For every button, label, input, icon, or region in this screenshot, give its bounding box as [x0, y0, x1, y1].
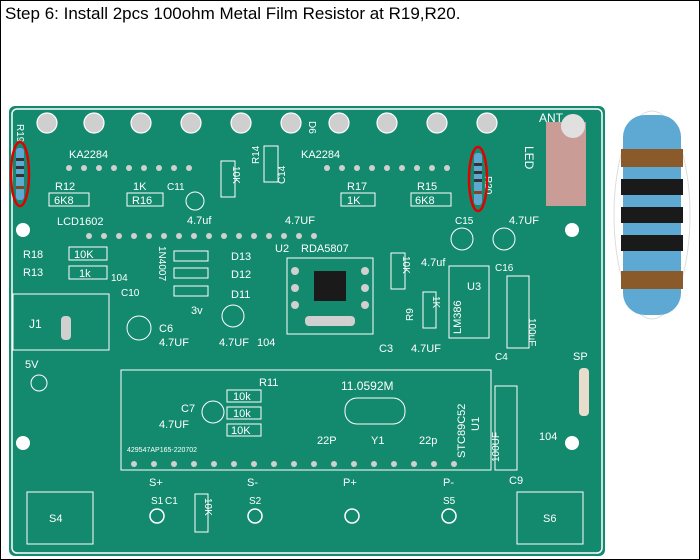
resistor-closeup	[613, 110, 691, 320]
button-label: S+	[149, 477, 163, 489]
mount-hole	[16, 223, 30, 237]
ic-label: KA2284	[301, 149, 340, 161]
c7-label: C7	[181, 403, 195, 415]
part-number: 429547AP165-220702	[127, 447, 197, 454]
cap-value: 22p	[419, 435, 437, 447]
s2-label: S2	[249, 496, 262, 507]
d11-label: D11	[231, 289, 250, 301]
ant-label: ANT	[539, 111, 564, 125]
u1-chip: STC89C52	[456, 404, 468, 458]
s1-label: S1	[151, 496, 164, 507]
cap-value: 4.7uf	[421, 257, 446, 269]
button-resistor: 10K	[202, 498, 213, 516]
r18-value: 10K	[74, 249, 94, 261]
cap-value: 104	[539, 431, 557, 443]
cap-value: 100uF	[526, 318, 537, 346]
r20-highlight	[467, 145, 489, 213]
cap-value: 4.7UF	[509, 215, 539, 227]
c6-label: C6	[159, 323, 173, 335]
pcb-board: ANT LED KA2284 KA2284 R12 6K8 1K R16 C11…	[9, 106, 605, 556]
cap-value: 100UF	[491, 432, 502, 462]
c11-label: C11	[167, 182, 185, 193]
y1-label: Y1	[371, 435, 384, 447]
step-caption: Step 6: Install 2pcs 100ohm Metal Film R…	[5, 4, 461, 23]
u2-label: U2	[275, 243, 289, 255]
r11-value: 10K	[231, 425, 251, 437]
r14-label: R14	[251, 145, 262, 164]
sp-resistor	[579, 368, 589, 416]
button-label: S-	[247, 477, 258, 489]
r15-label: R15	[417, 181, 437, 193]
r17-label: R17	[347, 181, 367, 193]
d12-label: D12	[231, 269, 251, 281]
cap-value: 4.7UF	[219, 337, 249, 349]
cap-value: 4.7uf	[187, 215, 212, 227]
r11-value: 10k	[233, 408, 251, 420]
s5-label: S5	[443, 496, 456, 507]
d13-label: D13	[231, 251, 251, 263]
mount-hole	[16, 436, 30, 450]
c14-label: C14	[277, 165, 288, 184]
crystal-value: 11.0592M	[341, 379, 393, 393]
r12-value: 6K8	[54, 195, 74, 207]
s4-label: S4	[49, 513, 62, 525]
voltage-label: 5V	[25, 359, 39, 371]
r16-label: R16	[132, 195, 152, 207]
u3-label: U3	[467, 281, 481, 293]
ic-label: KA2284	[69, 149, 108, 161]
c10-label: C10	[121, 288, 140, 299]
pcb-graphic: ANT LED KA2284 KA2284 R12 6K8 1K R16 C11…	[9, 108, 603, 554]
cap-value: 4.7UF	[159, 337, 189, 349]
r11-value: 10k	[233, 391, 251, 403]
lcd-label: LCD1602	[57, 216, 103, 228]
button-label: P+	[343, 477, 357, 489]
c16-label: C16	[495, 263, 514, 274]
s6-label: S6	[543, 513, 556, 525]
u3-chip: LM386	[452, 300, 464, 334]
r15-value: 6K8	[415, 195, 435, 207]
c1-label: C1	[165, 496, 178, 507]
cap-value: 22P	[317, 435, 337, 447]
led-label: LED	[522, 146, 536, 170]
cap-value: 4.7UF	[411, 343, 441, 355]
r9-value2: 1K	[430, 296, 441, 309]
r18-label: R18	[23, 249, 43, 261]
r13-label: R13	[23, 267, 43, 279]
cap-value: 4.7UF	[159, 419, 189, 431]
j1-label: J1	[29, 317, 42, 331]
d6-label: D6	[306, 121, 317, 134]
cap-value: 104	[111, 273, 128, 284]
mount-hole	[565, 223, 579, 237]
r9-label: R9	[405, 308, 416, 321]
diode-value: 1N4007	[156, 246, 167, 281]
c9-label: C9	[509, 475, 523, 487]
voltage-label: 3v	[191, 305, 203, 317]
r9-value: 10K	[400, 256, 411, 274]
rda5807-chip	[314, 271, 346, 301]
r16-value: 1K	[133, 181, 147, 193]
r19-label: R19	[14, 124, 25, 143]
r19-highlight	[9, 140, 31, 208]
r17-value: 1K	[347, 195, 361, 207]
cap-value: 104	[257, 337, 275, 349]
cap-value: 4.7UF	[285, 215, 315, 227]
u2-chip: RDA5807	[301, 243, 349, 255]
mount-hole	[565, 436, 579, 450]
c15-label: C15	[455, 216, 474, 227]
r11-label: R11	[259, 377, 278, 389]
resistor-zoom	[611, 109, 693, 321]
sp-label: SP	[573, 351, 588, 363]
button-label: P-	[443, 477, 454, 489]
r12-label: R12	[55, 181, 75, 193]
r13-value: 1k	[79, 268, 91, 280]
c3-label: C3	[379, 343, 393, 355]
c4-label: C4	[495, 352, 508, 363]
u1-label: U1	[470, 417, 482, 431]
r14-value: 10K	[230, 166, 241, 184]
